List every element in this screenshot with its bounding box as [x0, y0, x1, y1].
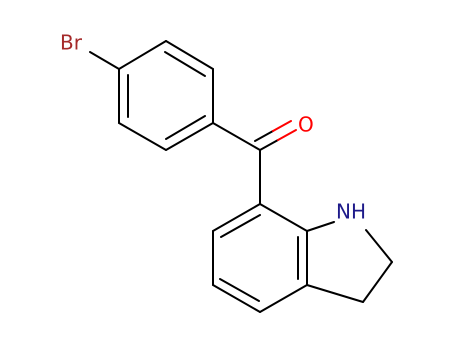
bond-c6-c7 — [212, 203, 261, 232]
bond-c3-c4 — [165, 122, 214, 151]
bond-c4-c5 — [212, 284, 261, 313]
oxygen-atom-label: O — [298, 113, 314, 137]
bond-n-c2 — [365, 229, 393, 263]
bond-c3-c4-inner — [165, 115, 206, 140]
bond-co-a — [259, 139, 279, 151]
bond-co-b — [254, 130, 274, 142]
bond-c3-c3a — [306, 284, 364, 303]
bond-c2-c3 — [362, 261, 393, 303]
bond-c3a-c4 — [259, 284, 308, 313]
carbonyl-double-bond — [254, 120, 297, 151]
bond-c6-c1 — [118, 40, 167, 70]
bond-co-a-red — [277, 129, 297, 141]
nitrogen-atom-label: NH — [336, 200, 366, 224]
bond-c6-c7-inner — [220, 214, 261, 238]
bond-c7a-n — [306, 221, 335, 232]
bond-c-br — [89, 51, 120, 70]
indoline-pyrrolidine-ring — [306, 221, 393, 303]
bond-c4-c5 — [118, 122, 167, 151]
bromophenyl-ring — [118, 40, 214, 151]
bond-c4-c5-inner — [219, 278, 260, 302]
bond-ring-carbonyl — [212, 122, 261, 151]
bromine-atom-label: Br — [60, 31, 83, 55]
indoline-benzene-ring — [212, 203, 308, 313]
bond-co-b-red — [272, 120, 292, 132]
bond-c1-c2-inner — [164, 51, 206, 77]
bond-c7-c7a — [259, 203, 308, 232]
bond-c1-c2 — [165, 40, 214, 70]
